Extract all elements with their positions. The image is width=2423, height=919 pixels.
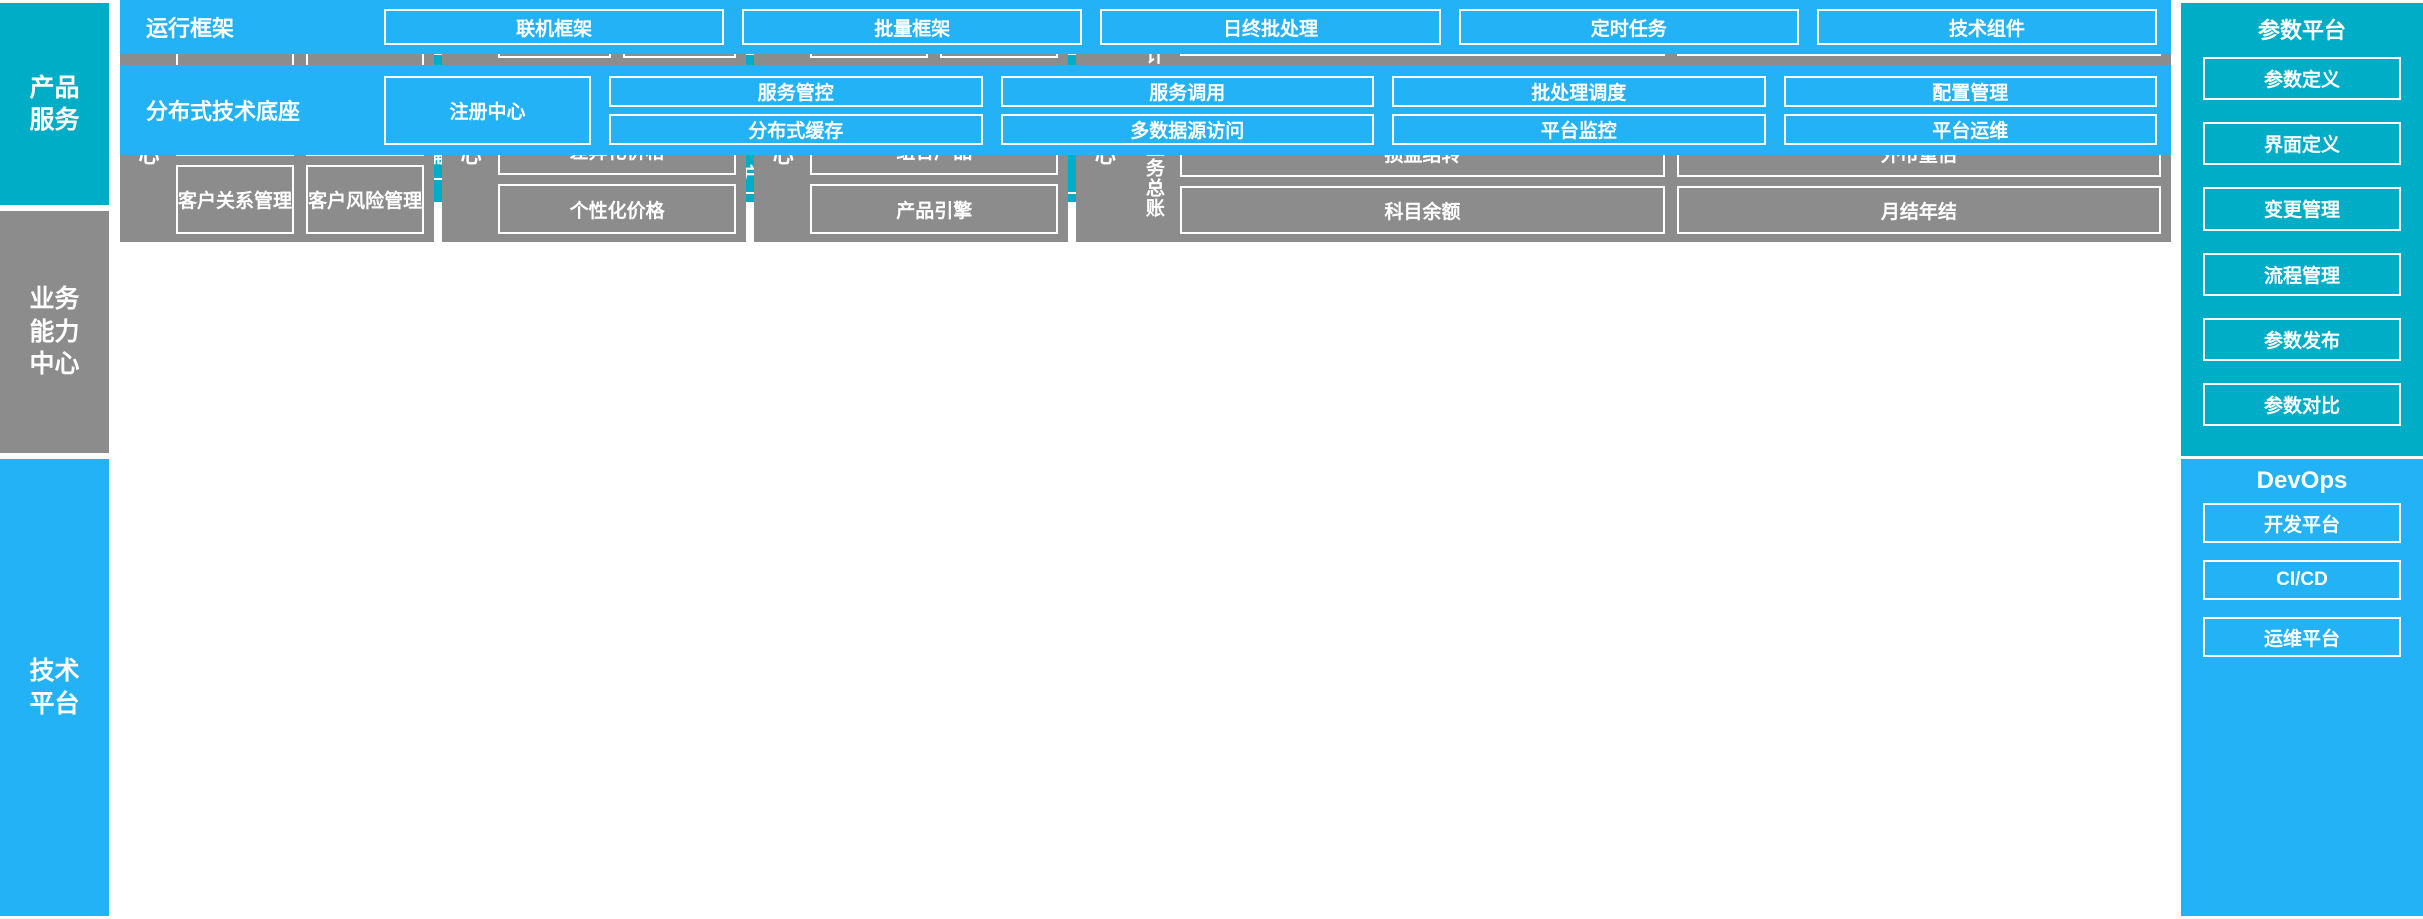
tech-box-lianji-kuangjia[interactable]: 联机框架 — [384, 9, 725, 45]
technical-platform-strips: 运行框架 联机框架 批量框架 日终批处理 定时任务 技术组件 分布式技术底座 注… — [120, 0, 2171, 457]
param-box-liucheng-guanli[interactable]: 流程管理 — [2203, 252, 2401, 296]
tech-box-jishu-zujian[interactable]: 技术组件 — [1816, 9, 2158, 45]
param-box-canshu-fabu[interactable]: 参数发布 — [2203, 317, 2401, 361]
cap-box-kehu-guanxi-guanli[interactable]: 客户关系管理 — [176, 164, 295, 234]
tech-box-fenbushi-huancun[interactable]: 分布式缓存 — [609, 113, 983, 145]
cap-box-gexinghua-jiage[interactable]: 个性化价格 — [498, 184, 737, 234]
strip-label-runtime-framework: 运行框架 — [146, 16, 235, 41]
foundation-column: 服务调用 多数据源访问 — [1000, 75, 1374, 145]
panel-title-parameter-platform: 参数平台 — [2257, 18, 2346, 43]
row-label-business-capability: 业务 能力 中心 — [0, 211, 109, 453]
panel-row: 客户关系管理 客户风险管理 — [176, 164, 425, 234]
row-label-line2: 能力 — [29, 317, 80, 346]
param-box-canshu-duibi[interactable]: 参数对比 — [2203, 382, 2401, 427]
devops-box-yunwei-pingtai[interactable]: 运维平台 — [2203, 617, 2401, 657]
row-label-line2: 服务 — [29, 106, 80, 134]
tech-box-peizhi-guanli[interactable]: 配置管理 — [1783, 75, 2157, 107]
row-technical-platform: 技术 平台 — [0, 459, 2423, 916]
cap-box-chanpin-yinqing[interactable]: 产品引擎 — [810, 184, 1059, 234]
tech-box-rizhong-pichuli[interactable]: 日终批处理 — [1100, 9, 1441, 45]
strip-distributed-foundation: 分布式技术底座 注册中心 服务管控 分布式缓存 服务调用 多数据源访问 批处理调… — [120, 65, 2171, 155]
row-label-line2: 平台 — [29, 689, 80, 718]
row-label-line1: 技术 — [29, 657, 80, 685]
panel-title-devops: DevOps — [2256, 467, 2348, 494]
foundation-column: 批处理调度 平台监控 — [1392, 75, 1766, 145]
tech-box-pichuli-diaodu[interactable]: 批处理调度 — [1392, 75, 1766, 107]
row-label-product-service: 产品 服务 — [0, 3, 109, 205]
param-box-canshu-dingyi[interactable]: 参数定义 — [2203, 57, 2401, 101]
panel-parameter-platform: 参数平台 参数定义 界面定义 变更管理 流程管理 参数发布 参数对比 — [2181, 3, 2423, 456]
tech-box-zhuce-zhongxin[interactable]: 注册中心 — [384, 75, 591, 145]
param-box-biangeng-guanli[interactable]: 变更管理 — [2203, 187, 2401, 231]
row-label-line1: 业务 — [29, 285, 80, 314]
strip-runtime-framework: 运行框架 联机框架 批量框架 日终批处理 定时任务 技术组件 — [120, 0, 2171, 54]
cap-box-yuejie-nianjie[interactable]: 月结年结 — [1676, 186, 2162, 234]
foundation-column: 配置管理 平台运维 — [1783, 75, 2157, 145]
panel-row: 产品引擎 — [810, 184, 1059, 234]
tech-box-pingtai-yunwei[interactable]: 平台运维 — [1783, 113, 2157, 145]
devops-box-kaifa-pingtai[interactable]: 开发平台 — [2203, 503, 2401, 543]
row-business-capability: 业务 能力 中心 — [0, 211, 2423, 453]
row-label-line1: 产品 — [29, 73, 80, 102]
panel-devops: DevOps 开发平台 CI/CD 运维平台 — [2181, 459, 2423, 916]
row-label-line3: 中心 — [29, 350, 80, 379]
param-box-jiemian-dingyi[interactable]: 界面定义 — [2203, 122, 2401, 166]
tech-box-dingshi-renwu[interactable]: 定时任务 — [1458, 9, 1799, 45]
row-product-service: 产品 服务 — [0, 3, 2423, 205]
foundation-column: 服务管控 分布式缓存 — [609, 75, 983, 145]
tech-box-fuwu-diaoyong[interactable]: 服务调用 — [1000, 75, 1374, 107]
side-label-general-ledger: 业务总账 — [1142, 137, 1164, 218]
tech-box-fuwu-guankong[interactable]: 服务管控 — [609, 75, 983, 107]
panel-row: 个性化价格 — [498, 184, 737, 234]
tech-box-pingtai-jiankong[interactable]: 平台监控 — [1392, 113, 1766, 145]
panel-row: 科目余额 月结年结 — [1180, 186, 2162, 234]
tech-box-piliang-kuangjia[interactable]: 批量框架 — [742, 9, 1083, 45]
cap-box-kehu-fengxian-guanli[interactable]: 客户风险管理 — [306, 164, 425, 234]
tech-box-duoshujuyuan-fangwen[interactable]: 多数据源访问 — [1000, 113, 1374, 145]
cap-box-kemu-yue[interactable]: 科目余额 — [1180, 186, 1665, 234]
row-label-technical-platform: 技术 平台 — [0, 459, 109, 916]
strip-label-distributed-foundation: 分布式技术底座 — [146, 99, 301, 124]
devops-box-cicd[interactable]: CI/CD — [2203, 560, 2401, 600]
